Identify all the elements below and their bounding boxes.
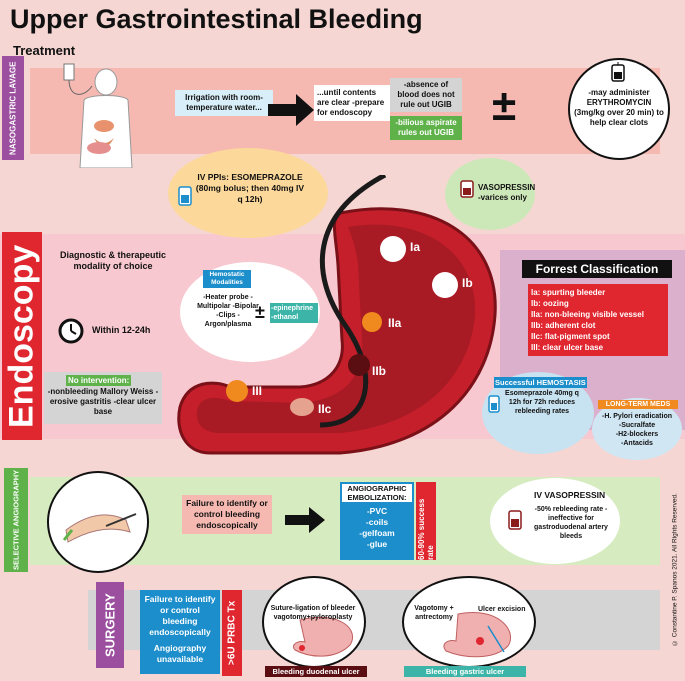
iv-vaso-text: -50% rebleeding rate -ineffective for ga… (534, 506, 608, 540)
until-contents-text: ...until contents are clear -prepare for… (314, 85, 390, 121)
longterm-item: -H2-blockers (615, 431, 659, 438)
endoscopy-section-label: Endoscopy (2, 232, 42, 440)
epinephrine-box: -epinephrine -ethanol (270, 303, 318, 323)
absence-text: -absence of blood does not rule out UGIB (390, 78, 462, 112)
lesion-ia-label: Ia (410, 240, 421, 254)
embolization-item: -glue (366, 539, 388, 549)
surgery-failure-box (140, 590, 220, 674)
duodenal-label: Bleeding duodenal ulcer (265, 666, 367, 677)
iv-vaso-icon (508, 510, 522, 530)
longterm-items: -H. Pylori eradication -Sucralfate -H2-b… (592, 412, 682, 448)
success-rate-label: 60-90% success rate (416, 482, 436, 560)
lesion-ib-label: Ib (462, 276, 473, 290)
vagotomy-text: Vagotomy + antrectomy (414, 605, 454, 621)
erythro-text: -may administer ERYTHROMYCIN (3mg/kg ove… (574, 88, 664, 127)
gastric-stomach-illustration (443, 612, 511, 658)
hemostatic-title: Hemostatic Modalities (203, 270, 251, 288)
success-text: Esomeprazole 40mg q 12h for 72h reduces … (505, 390, 579, 415)
lesion-iic-label: IIc (318, 402, 332, 416)
suture-text: Suture-ligation of bleeder vagotomy+pylo… (270, 605, 356, 621)
page-title: Upper Gastrointestinal Bleeding (10, 4, 423, 34)
forrest-title: Forrest Classification (522, 260, 672, 278)
longterm-title: LONG-TERM MEDS (598, 400, 678, 409)
angio-unavailable-text: Angiography unavailable (153, 643, 207, 664)
lesion-iii-label: III (252, 384, 263, 398)
ng-section-label: NASOGASTRIC LAVAGE (2, 56, 24, 160)
success-title: Successful HEMOSTASIS (494, 377, 587, 388)
ppi-iv-icon (178, 186, 192, 206)
excision-text: Ulcer excision (478, 606, 526, 613)
forrest-item: III: clear ulcer base (531, 343, 604, 352)
prbc-label: >6U PRBC Tx (222, 590, 242, 676)
success-iv-icon (488, 395, 500, 413)
hemostatic-plusminus: ± (255, 302, 265, 322)
surgery-section-label: SURGERY (96, 582, 124, 668)
lesion-iii-marker (226, 380, 248, 402)
lesion-ia-marker (380, 236, 406, 262)
lesion-iib-marker (348, 354, 370, 376)
forrest-item: IIa: non-bleeing visible vessel (531, 310, 644, 319)
irrigation-text: Irrigation with room-temperature water..… (175, 90, 273, 116)
forrest-item: Ia: spurting bleeder (531, 288, 606, 297)
forrest-item: IIc: flat-pigment spot (531, 332, 610, 341)
lesion-iia-marker (362, 312, 382, 332)
vaso-bubble (445, 158, 535, 230)
embolization-item: -PVC (366, 506, 388, 516)
forrest-item: Ib: oozing (531, 299, 569, 308)
forrest-list: Ia: spurting bleeder Ib: oozing IIa: non… (528, 284, 668, 356)
ng-arrow (268, 94, 314, 126)
longterm-item: -H. Pylori eradication (601, 413, 673, 420)
gastric-label: Bleeding gastric ulcer (404, 666, 526, 677)
within-text: Within 12-24h (92, 325, 151, 335)
lesion-iib-label: IIb (372, 364, 386, 378)
embolization-items: -PVC -coils -gelfoam -glue (342, 506, 412, 550)
iv-bag-icon (611, 62, 625, 82)
angio-section-label: SELECTIVE ANGIOGRAPHY (4, 468, 28, 572)
vaso-iv-icon (460, 180, 474, 198)
clock-icon (58, 318, 84, 344)
no-intervention-title: No intervention: (66, 375, 132, 386)
angio-failure-text: Failure to identify or control bleeding … (182, 495, 272, 534)
hemostatic-items: -Heater probe -Multipolar -Bipolar -Clip… (197, 294, 259, 328)
surgery-failure-text: Failure to identify or control bleeding … (144, 594, 216, 637)
ppi-text: IV PPIs: ESOMEPRAZOLE (80mg bolus; then … (195, 172, 305, 204)
ng-plusminus: ± (492, 81, 517, 130)
treatment-label: Treatment (13, 43, 76, 58)
embolization-title: ANGIOGRAPHIC EMBOLIZATION: (342, 484, 412, 502)
ng-patient-illustration (63, 63, 133, 168)
vaso-text: VASOPRESSIN -varices only (478, 183, 536, 202)
longterm-item: -Antacids (621, 440, 653, 447)
angio-arrow (285, 507, 325, 533)
longterm-item: -Sucralfate (618, 422, 656, 429)
no-intervention-items: -nonbleeding Mallory Weiss -erosive gast… (47, 387, 159, 416)
stomach-illustration (177, 175, 497, 455)
ppi-bubble (168, 148, 328, 238)
lesion-iic-marker (290, 398, 314, 416)
iv-vaso-title: IV VASOPRESSIN (534, 490, 606, 500)
forrest-item: IIb: adherent clot (531, 321, 596, 330)
embolization-item: -coils (365, 517, 389, 527)
lesion-ib-marker (432, 272, 458, 298)
diagnostic-text: Diagnostic & therapeutic modality of cho… (59, 250, 167, 271)
copyright: © Constantine P. Spanos 2021. All Rights… (671, 493, 679, 647)
bilious-text: -bilious aspirate rules out UGIB (390, 116, 462, 140)
embolization-item: -gelfoam (359, 528, 395, 538)
lesion-iia-label: IIa (388, 316, 402, 330)
duodenal-stomach-illustration (292, 616, 353, 657)
wrist-illustration (47, 471, 149, 573)
